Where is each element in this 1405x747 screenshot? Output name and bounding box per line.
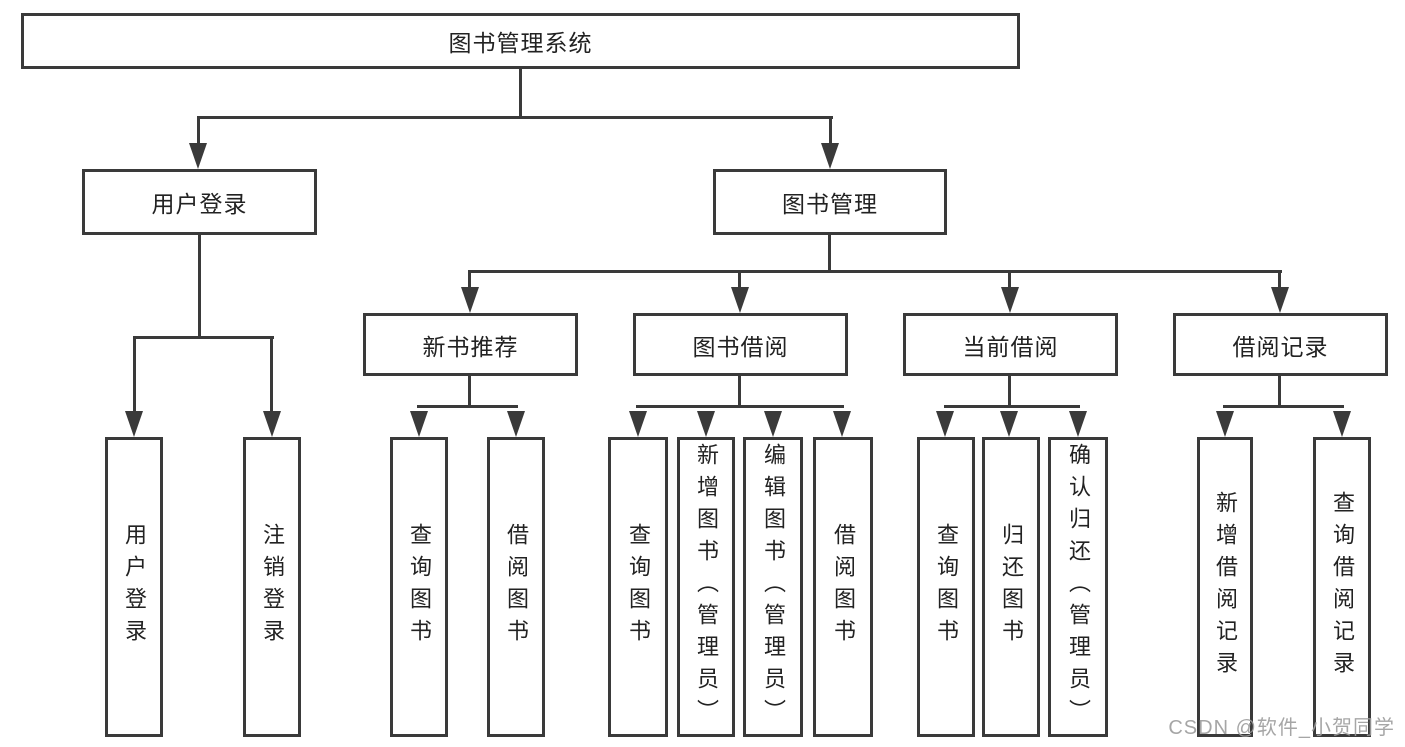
arrow-down-icon [697,411,715,437]
connector-line [417,405,518,408]
connector-line [198,235,201,338]
leaf-query-books-3: 查询图书 [917,437,975,737]
arrow-down-icon [936,411,954,437]
leaf-edit-book-admin: 编辑图书（管理员） [743,437,803,737]
leaf-label: 新增图书（管理员） [694,443,719,731]
leaf-label: 用户登录 [122,523,147,651]
connector-line [738,270,741,290]
arrow-down-icon [1069,411,1087,437]
leaf-borrow-books-2: 借阅图书 [813,437,873,737]
connector-line [133,336,136,414]
leaf-return-books: 归还图书 [982,437,1040,737]
arrow-down-icon [125,411,143,437]
arrow-down-icon [263,411,281,437]
arrow-down-icon [189,143,207,169]
connector-line [829,116,832,146]
arrow-down-icon [1271,287,1289,313]
connector-line [197,116,200,146]
leaf-label: 注销登录 [260,523,285,651]
connector-line [828,235,831,273]
connector-line [1278,376,1281,407]
connector-line [636,405,844,408]
arrow-down-icon [461,287,479,313]
leaf-add-borrow-record: 新增借阅记录 [1197,437,1253,737]
connector-line [1008,270,1011,290]
arrow-down-icon [764,411,782,437]
leaf-query-borrow-record: 查询借阅记录 [1313,437,1371,737]
leaf-label: 确认归还（管理员） [1066,443,1091,731]
leaf-label: 查询借阅记录 [1330,491,1355,683]
leaf-label: 归还图书 [999,523,1024,651]
arrow-down-icon [1333,411,1351,437]
connector-line [519,68,522,119]
leaf-borrow-books-1: 借阅图书 [487,437,545,737]
connector-line [133,336,274,339]
leaf-label: 查询图书 [934,523,959,651]
leaf-label: 新增借阅记录 [1213,491,1238,683]
leaf-confirm-return-admin: 确认归还（管理员） [1048,437,1108,737]
arrow-down-icon [1001,287,1019,313]
csdn-watermark: CSDN @软件_小贺同学 [1168,717,1395,739]
leaf-label: 查询图书 [626,523,651,651]
leaf-query-books-2: 查询图书 [608,437,668,737]
leaf-label: 借阅图书 [831,523,856,651]
leaf-query-books-1: 查询图书 [390,437,448,737]
connector-line [1008,376,1011,407]
leaf-user-login: 用户登录 [105,437,163,737]
connector-line [944,405,1080,408]
connector-line [1223,405,1344,408]
node-new-book-recommend: 新书推荐 [363,313,578,376]
leaf-label: 借阅图书 [504,523,529,651]
node-root: 图书管理系统 [21,13,1020,69]
connector-line [738,376,741,407]
arrow-down-icon [1216,411,1234,437]
leaf-label: 查询图书 [407,523,432,651]
node-book-management: 图书管理 [713,169,947,235]
arrow-down-icon [507,411,525,437]
leaf-add-book-admin: 新增图书（管理员） [677,437,735,737]
node-user-login: 用户登录 [82,169,317,235]
connector-line [270,336,273,414]
arrow-down-icon [821,143,839,169]
connector-line [1278,270,1281,290]
leaf-logout: 注销登录 [243,437,301,737]
node-borrow-records: 借阅记录 [1173,313,1388,376]
connector-line [197,116,833,119]
connector-line [468,270,1282,273]
arrow-down-icon [1000,411,1018,437]
node-current-borrow: 当前借阅 [903,313,1118,376]
connector-line [468,270,471,290]
node-book-borrow: 图书借阅 [633,313,848,376]
connector-line [468,376,471,407]
arrow-down-icon [629,411,647,437]
arrow-down-icon [731,287,749,313]
arrow-down-icon [833,411,851,437]
arrow-down-icon [410,411,428,437]
leaf-label: 编辑图书（管理员） [761,443,786,731]
